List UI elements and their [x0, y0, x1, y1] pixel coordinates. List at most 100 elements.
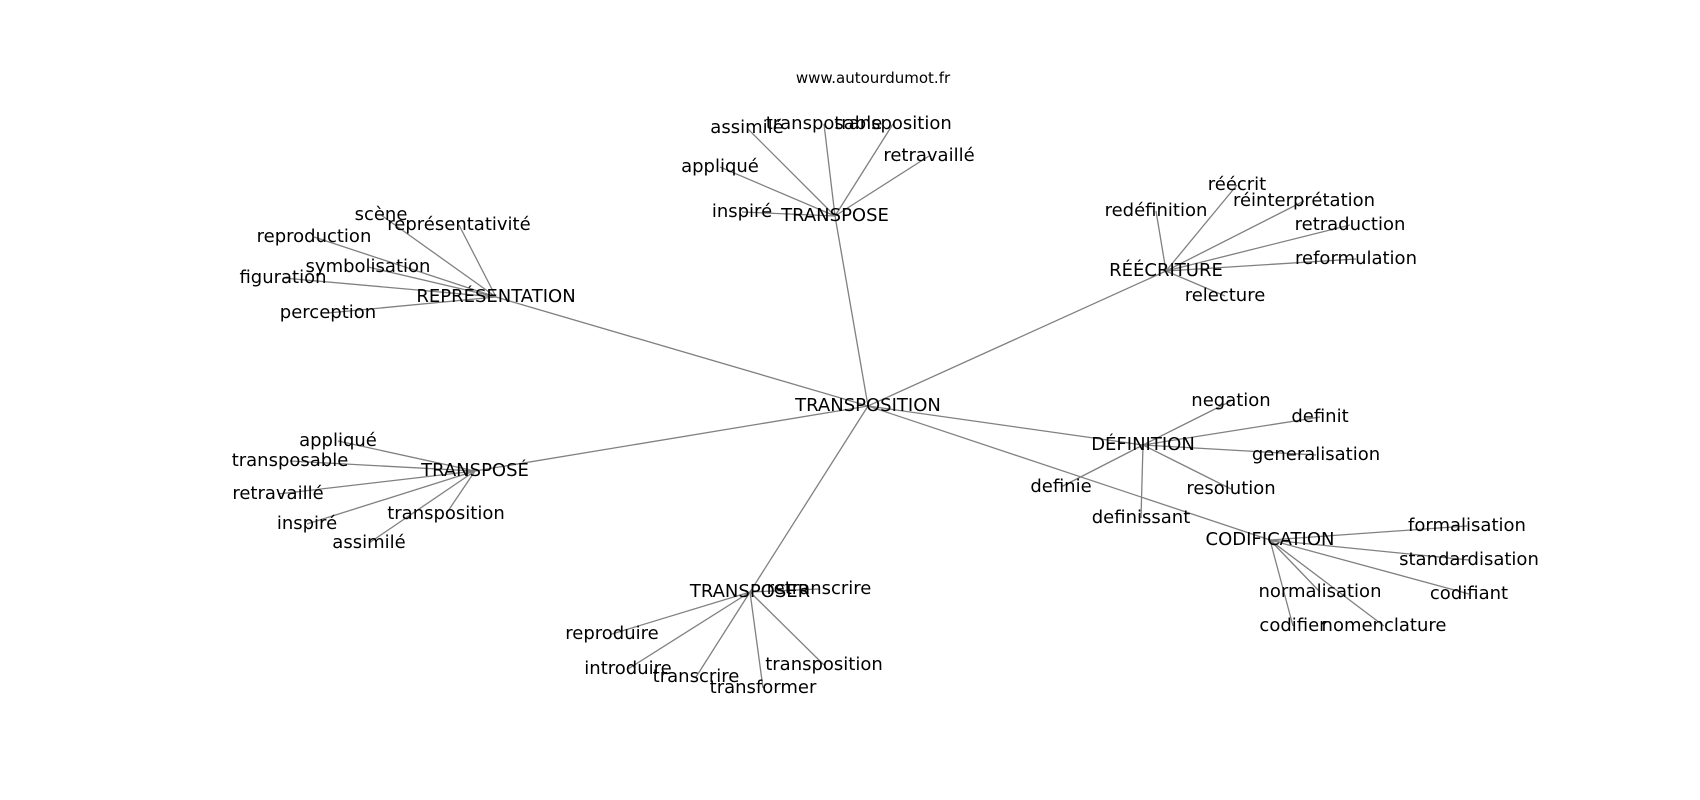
- word-node: assimilé: [710, 117, 783, 138]
- edge-hub-to-word: [1142, 444, 1232, 490]
- edge-hub-to-word: [695, 591, 751, 678]
- edge-hub-to-word: [1269, 539, 1470, 561]
- edge-hub-to-word: [834, 123, 894, 217]
- word-node: appliqué: [681, 156, 759, 177]
- edge-hub-to-word: [1155, 210, 1167, 272]
- edge-hub-to-word: [834, 155, 930, 217]
- edge-hub-to-word: [458, 224, 497, 298]
- hub-node: RÉÉCRITURE: [1109, 259, 1223, 281]
- word-node: generalisation: [1252, 444, 1380, 465]
- word-node: inspiré: [277, 513, 337, 534]
- edge-hub-to-word: [627, 591, 751, 670]
- edge-hub-to-word: [1269, 539, 1321, 593]
- edge-hub-to-word: [445, 470, 476, 515]
- word-node: nomenclature: [1322, 615, 1447, 636]
- word-node: perception: [280, 302, 376, 323]
- edge-center-to-hub: [749, 405, 869, 593]
- word-node: transposition: [765, 654, 883, 675]
- hub-node: TRANSPOSÉ: [420, 459, 529, 481]
- word-node: transposition: [834, 113, 952, 134]
- nodes: TRANSPOSITIONassimilétransposabletranspo…: [232, 113, 1539, 698]
- edge-hub-to-word: [749, 588, 820, 593]
- hub-node: TRANSPOSE: [780, 205, 889, 226]
- word-node: retravaillé: [232, 483, 323, 504]
- edge-hub-to-word: [380, 214, 497, 298]
- edge-center-to-hub: [867, 270, 1167, 407]
- edge-hub-to-word: [368, 470, 476, 544]
- word-node: transposition: [387, 503, 505, 524]
- word-node: standardisation: [1399, 549, 1539, 570]
- edge-hub-to-word: [1142, 444, 1317, 456]
- word-node: transposable: [232, 450, 349, 471]
- word-node: retravaillé: [883, 145, 974, 166]
- edge-hub-to-word: [719, 166, 836, 217]
- edge-hub-to-word: [1269, 525, 1468, 541]
- edge-hub-to-word: [1269, 539, 1385, 627]
- edge-hub-to-word: [1142, 416, 1321, 446]
- word-node: retranscrire: [767, 578, 872, 599]
- edge-hub-to-word: [749, 591, 825, 666]
- word-node: negation: [1191, 390, 1270, 411]
- hub-node: REPRÉSENTATION: [416, 285, 575, 307]
- hub-node: CODIFICATION: [1206, 529, 1335, 550]
- word-node: redéfinition: [1105, 200, 1208, 221]
- word-node: reproduction: [257, 226, 372, 247]
- edges: [277, 123, 1470, 689]
- word-node: symbolisation: [306, 256, 431, 277]
- word-node: codifiant: [1430, 583, 1508, 604]
- edge-hub-to-word: [749, 591, 764, 689]
- edge-hub-to-word: [306, 470, 476, 525]
- word-node: definit: [1291, 406, 1348, 427]
- edge-hub-to-word: [823, 123, 836, 217]
- edge-hub-to-word: [1165, 224, 1351, 272]
- edge-hub-to-word: [337, 440, 476, 472]
- word-node: assimilé: [332, 532, 405, 553]
- edge-hub-to-word: [277, 470, 476, 495]
- word-node: normalisation: [1259, 581, 1382, 602]
- edge-hub-to-word: [289, 460, 476, 472]
- word-node: réécrit: [1208, 174, 1267, 195]
- word-node: appliqué: [299, 430, 377, 451]
- word-node: definissant: [1092, 507, 1191, 528]
- word-node: transposable: [766, 113, 883, 134]
- edge-hub-to-word: [1060, 444, 1144, 488]
- edge-hub-to-word: [1165, 184, 1238, 272]
- edge-hub-to-word: [313, 236, 497, 298]
- source-label: www.autourdumot.fr: [796, 69, 951, 87]
- hub-node: DÉFINITION: [1091, 433, 1195, 455]
- edge-hub-to-word: [611, 591, 751, 635]
- word-node: reformulation: [1295, 248, 1417, 269]
- word-node: scène: [355, 204, 408, 225]
- edge-hub-to-word: [1165, 200, 1305, 272]
- edge-hub-to-word: [1165, 270, 1226, 297]
- edge-hub-to-word: [1142, 400, 1232, 446]
- word-node: réinterprétation: [1233, 190, 1375, 211]
- word-node: retraduction: [1295, 214, 1406, 235]
- edge-hub-to-word: [1165, 258, 1357, 272]
- edge-hub-to-word: [327, 296, 497, 314]
- word-node: transformer: [710, 677, 817, 698]
- edge-center-to-hub: [834, 215, 869, 407]
- edge-hub-to-word: [1140, 444, 1144, 519]
- word-node: transcrire: [653, 666, 740, 687]
- edge-hub-to-word: [741, 211, 836, 217]
- word-node: relecture: [1185, 285, 1266, 306]
- edge-center-to-hub: [867, 405, 1271, 541]
- edge-hub-to-word: [367, 266, 497, 298]
- word-node: représentativité: [387, 214, 530, 235]
- edge-hub-to-word: [1269, 539, 1470, 595]
- word-node: introduire: [584, 658, 671, 679]
- edge-hub-to-word: [1269, 539, 1294, 627]
- edge-hub-to-word: [282, 277, 497, 298]
- edge-center-to-hub: [867, 405, 1144, 446]
- word-node: codifier: [1259, 615, 1327, 636]
- edge-center-to-hub: [495, 296, 869, 407]
- edge-hub-to-word: [746, 127, 836, 217]
- hub-node: TRANSPOSER: [689, 581, 810, 602]
- edge-center-to-hub: [474, 405, 869, 472]
- center-node: TRANSPOSITION: [794, 395, 941, 416]
- word-node: resolution: [1186, 478, 1275, 499]
- word-node: figuration: [239, 267, 326, 288]
- word-node: definie: [1030, 476, 1091, 497]
